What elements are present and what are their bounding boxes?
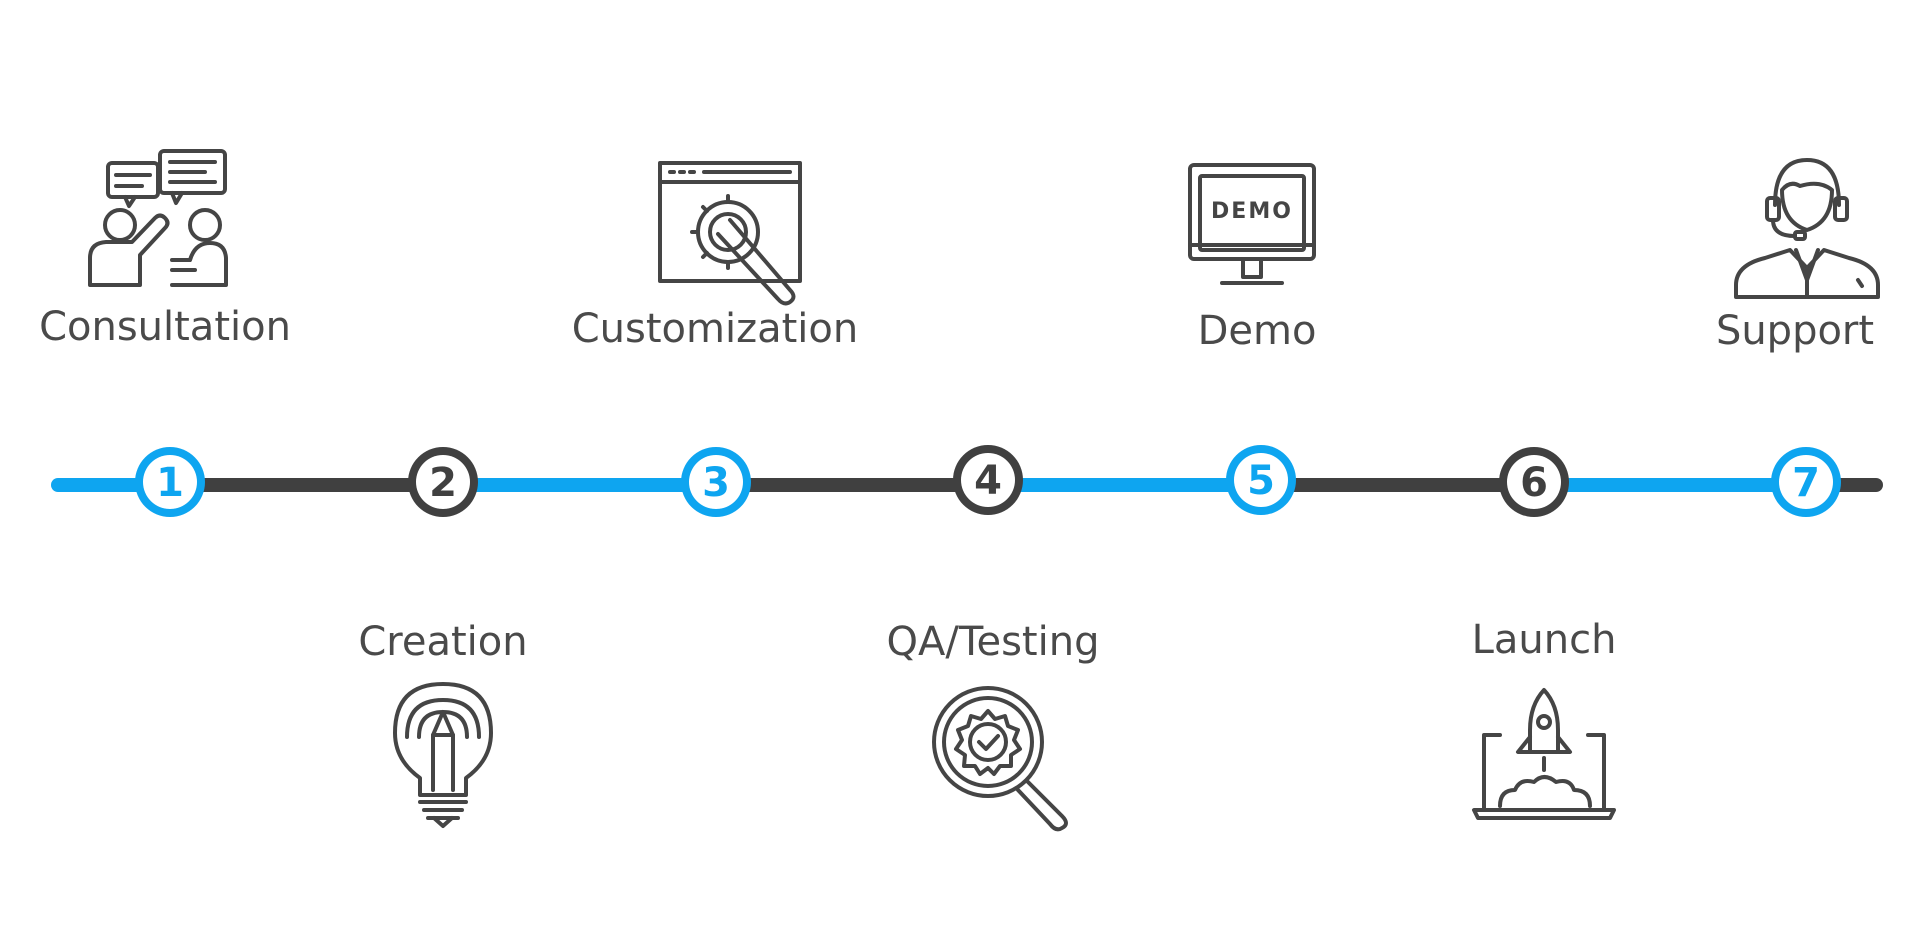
step-number-3: 3 — [702, 460, 730, 506]
step-number-6: 6 — [1520, 460, 1548, 506]
step-node-6: 6 — [1499, 447, 1569, 517]
lightbulb-pencil-icon — [393, 682, 493, 828]
demo-screen-text: DEMO — [1211, 199, 1293, 224]
step-label-qa-testing: QA/Testing — [887, 619, 1100, 665]
consultation-icon — [88, 149, 228, 287]
step-node-7: 7 — [1771, 447, 1841, 517]
step-number-4: 4 — [974, 458, 1002, 504]
step-label-consultation: Consultation — [39, 304, 291, 350]
browser-gear-wrench-icon — [658, 161, 802, 306]
step-node-1: 1 — [135, 447, 205, 517]
step-label-creation: Creation — [358, 619, 527, 665]
step-node-5: 5 — [1226, 445, 1296, 515]
laptop-rocket-icon — [1472, 688, 1616, 820]
step-number-1: 1 — [156, 460, 184, 506]
monitor-demo-icon: DEMO — [1188, 163, 1316, 285]
step-label-demo: Demo — [1198, 308, 1317, 354]
step-number-5: 5 — [1247, 458, 1275, 504]
step-label-customization: Customization — [572, 306, 858, 352]
step-number-2: 2 — [429, 460, 457, 506]
step-number-7: 7 — [1792, 460, 1820, 506]
step-node-3: 3 — [681, 447, 751, 517]
magnifier-badge-icon — [932, 686, 1068, 832]
support-agent-icon — [1734, 158, 1880, 299]
step-label-launch: Launch — [1472, 617, 1617, 663]
step-node-2: 2 — [408, 447, 478, 517]
step-node-4: 4 — [953, 445, 1023, 515]
step-label-support: Support — [1716, 308, 1874, 354]
